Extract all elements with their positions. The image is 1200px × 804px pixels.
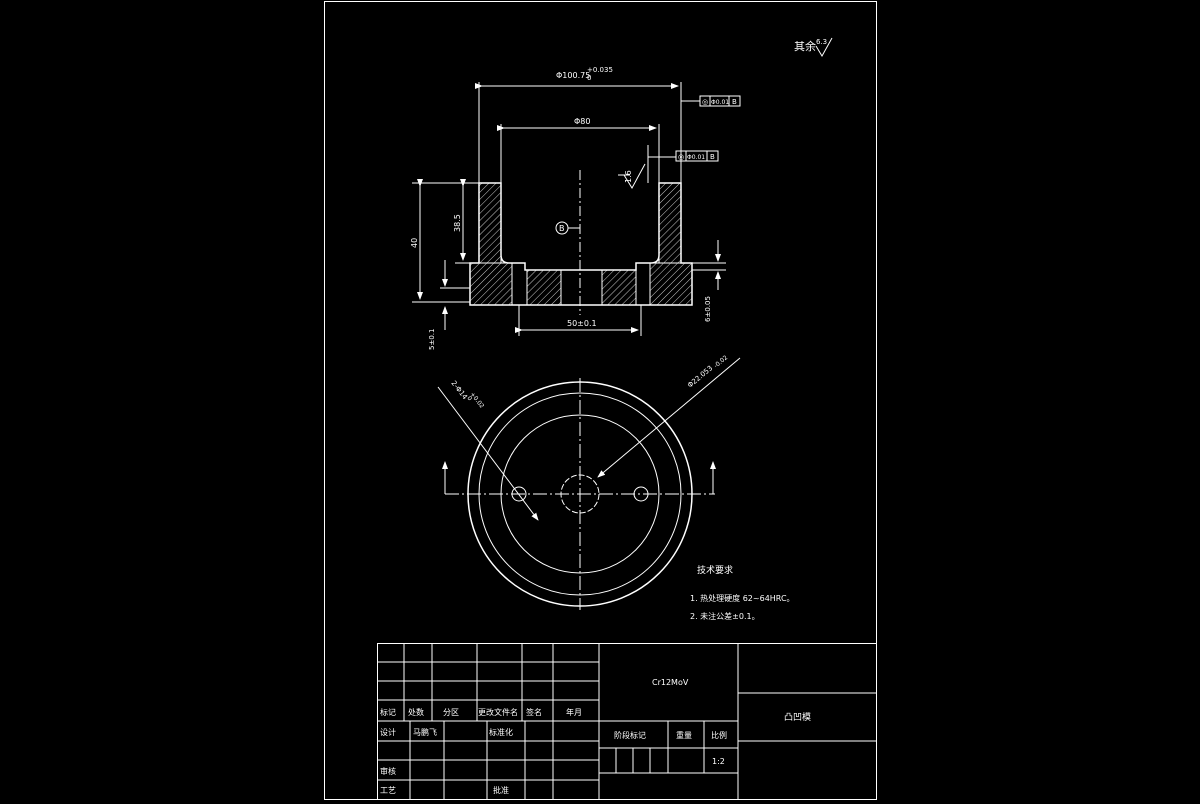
dim-inner-diameter: Φ80 — [574, 117, 590, 126]
dim-total-height: 40 — [410, 238, 419, 248]
tb-date: 年月 — [566, 707, 582, 717]
tol-frame-1-datum: B — [732, 98, 737, 106]
tol-frame-2-datum: B — [710, 153, 715, 161]
tb-mark: 标记 — [380, 707, 396, 717]
tb-review-label: 审核 — [380, 766, 396, 776]
tech-requirement-1: 1. 热处理硬度 62~64HRC。 — [690, 593, 795, 603]
plan-view: 2-Φ14 +0.02 0 Φ22.053 -0.02 — [437, 354, 741, 610]
tb-material: Cr12MoV — [652, 678, 689, 687]
tech-requirements-heading: 技术要求 — [697, 564, 733, 576]
title-block: 标记 处数 分区 更改文件名 签名 年月 设计 马鹏飞 标准化 审核 工艺 批准… — [377, 643, 877, 800]
dim-wall-height: 38.5 — [453, 214, 462, 232]
tb-part-name: 凸凹模 — [784, 712, 811, 723]
tol-frame-2-symbol: ◎ — [678, 153, 684, 161]
base-right-inner — [601, 269, 637, 306]
dim-outer-tol: +0.035 — [587, 66, 613, 74]
tb-scale-label: 比例 — [711, 730, 727, 740]
roughness-note-value: 6.3 — [816, 38, 827, 46]
base-left-inner — [526, 269, 562, 306]
dim-outer-tol-low: 0 — [587, 74, 591, 82]
tb-weight-label: 重量 — [676, 730, 692, 740]
tb-approve-label: 批准 — [493, 785, 509, 795]
dim-holes-tol-low: 0 — [465, 395, 473, 402]
tol-frame-1: ◎ Φ0.01 B — [681, 95, 741, 107]
base-left-outer — [469, 262, 513, 306]
dim-left-step: 5±0.1 — [428, 329, 436, 350]
dim-center-tol: -0.02 — [713, 354, 730, 369]
tol-frame-1-symbol: ◎ — [702, 98, 708, 106]
roughness-inner: 1.6 — [618, 163, 646, 189]
tech-requirement-2: 2. 未注公差±0.1。 — [690, 611, 760, 621]
dim-center-bore: Φ22.053 — [686, 364, 714, 389]
tol-frame-2: ◎ Φ0.01 B — [647, 145, 719, 183]
tb-count: 处数 — [408, 707, 424, 717]
base-right-outer — [649, 262, 693, 306]
tol-frame-2-value: Φ0.01 — [687, 154, 705, 161]
tb-signature: 签名 — [526, 707, 542, 717]
tb-zone: 分区 — [443, 708, 459, 717]
dim-outer-diameter: Φ100.75 — [556, 71, 590, 80]
left-wall-section — [478, 182, 502, 264]
dim-bottom-span: 50±0.1 — [567, 319, 597, 328]
tech-requirements: 技术要求 1. 热处理硬度 62~64HRC。 2. 未注公差±0.1。 — [690, 564, 795, 621]
roughness-note: 其余 6.3 — [794, 37, 833, 57]
tb-designer: 马鹏飞 — [413, 727, 437, 737]
tb-design-label: 设计 — [380, 727, 396, 737]
roughness-note-label: 其余 — [794, 39, 816, 53]
sheet-border — [324, 1, 877, 800]
section-marker-label: B — [559, 224, 565, 233]
tb-scale-value: 1:2 — [712, 757, 725, 766]
tb-change-doc: 更改文件名 — [478, 707, 518, 717]
tb-stage-label: 阶段标记 — [614, 730, 646, 740]
section-view: Φ100.75 +0.035 0 Φ80 ◎ Φ0.01 B ◎ Φ0.01 B — [410, 66, 741, 350]
dim-right-step: 6±0.05 — [704, 296, 712, 322]
tol-frame-1-value: Φ0.01 — [711, 99, 729, 106]
right-wall-section — [658, 182, 682, 264]
roughness-inner-value: 1.6 — [624, 170, 633, 183]
tb-standard-label: 标准化 — [489, 727, 513, 737]
tb-process-label: 工艺 — [380, 786, 396, 795]
